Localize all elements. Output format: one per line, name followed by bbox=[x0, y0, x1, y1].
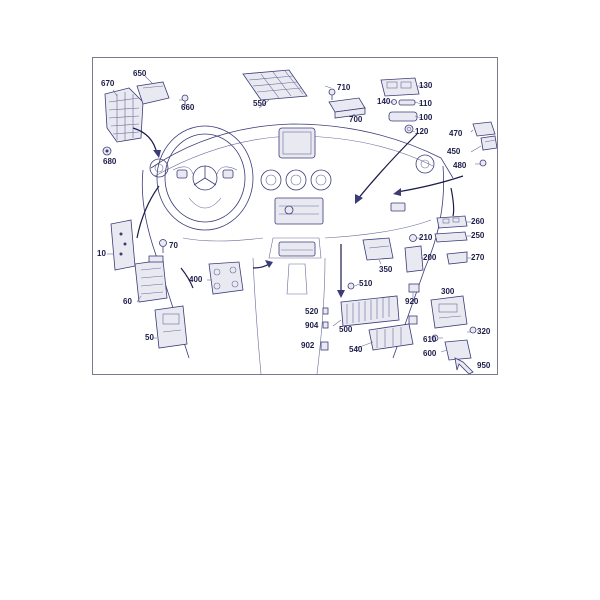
callout-250: 250 bbox=[471, 231, 485, 240]
callout-920: 920 bbox=[405, 297, 419, 306]
part-902-clip bbox=[320, 341, 329, 351]
callout-100: 100 bbox=[419, 113, 433, 122]
callout-520: 520 bbox=[305, 307, 319, 316]
callout-450: 450 bbox=[447, 147, 461, 156]
part-130-switch bbox=[380, 77, 420, 97]
callout-540: 540 bbox=[349, 345, 363, 354]
part-270-bracket bbox=[446, 251, 468, 265]
callout-200: 200 bbox=[423, 253, 437, 262]
callout-500: 500 bbox=[339, 325, 353, 334]
part-670-net-panel bbox=[104, 87, 144, 143]
part-510-screw bbox=[347, 282, 355, 290]
callout-550: 550 bbox=[253, 99, 267, 108]
part-100-cover bbox=[388, 111, 418, 122]
part-500-fuse-box bbox=[340, 295, 400, 327]
part-120-ring bbox=[404, 124, 414, 134]
part-200-module bbox=[404, 245, 424, 273]
part-904-clip bbox=[322, 321, 329, 329]
steering-wheel bbox=[156, 125, 254, 231]
dashboard-parts-drawing bbox=[102, 69, 497, 374]
part-600-module bbox=[444, 339, 472, 361]
callout-320: 320 bbox=[477, 327, 491, 336]
part-660-screw bbox=[181, 94, 189, 106]
part-550-mat bbox=[242, 69, 308, 101]
callout-260: 260 bbox=[471, 217, 485, 226]
parts-diagram-frame: 650 670 660 680 550 710 700 130 140 110 … bbox=[92, 57, 498, 375]
part-650-module bbox=[136, 81, 170, 105]
callout-904: 904 bbox=[305, 321, 319, 330]
callout-950: 950 bbox=[477, 361, 491, 370]
callout-50: 50 bbox=[145, 333, 154, 342]
part-210-ring bbox=[409, 234, 417, 242]
callout-270: 270 bbox=[471, 253, 485, 262]
callout-700: 700 bbox=[349, 115, 363, 124]
part-50-control-unit bbox=[154, 305, 188, 349]
part-10-bracket bbox=[110, 219, 136, 271]
callout-10: 10 bbox=[97, 249, 106, 258]
callout-130: 130 bbox=[419, 81, 433, 90]
part-320-nut bbox=[469, 326, 477, 334]
part-300-control-unit bbox=[430, 295, 468, 329]
callout-300: 300 bbox=[441, 287, 455, 296]
center-console bbox=[149, 127, 435, 295]
part-470-unit bbox=[472, 121, 496, 137]
part-250-switch-block bbox=[434, 231, 468, 243]
part-480-screw bbox=[479, 159, 487, 167]
part-540-fuse-holder bbox=[368, 315, 418, 351]
part-700-module bbox=[328, 97, 366, 119]
callout-710: 710 bbox=[337, 83, 351, 92]
callout-680: 680 bbox=[103, 157, 117, 166]
callout-660: 660 bbox=[181, 103, 195, 112]
part-260-switch-block bbox=[436, 215, 468, 229]
callout-902: 902 bbox=[301, 341, 315, 350]
callout-70: 70 bbox=[169, 241, 178, 250]
part-350-relay bbox=[362, 237, 394, 261]
part-920-connector bbox=[408, 283, 420, 293]
callout-670: 670 bbox=[101, 79, 115, 88]
part-950-arrow-icon bbox=[454, 357, 474, 374]
part-610-screw bbox=[431, 334, 439, 342]
callout-470: 470 bbox=[449, 129, 463, 138]
callout-120: 120 bbox=[415, 127, 429, 136]
part-60-control-unit bbox=[134, 255, 168, 303]
callout-60: 60 bbox=[123, 297, 132, 306]
part-450-sensor bbox=[480, 135, 497, 151]
callout-610: 610 bbox=[423, 335, 437, 344]
callout-510: 510 bbox=[359, 279, 373, 288]
part-400-module bbox=[208, 261, 244, 295]
callout-400: 400 bbox=[189, 275, 203, 284]
callout-650: 650 bbox=[133, 69, 147, 78]
part-70-screw bbox=[159, 239, 167, 253]
callout-480: 480 bbox=[453, 161, 467, 170]
leader-lines bbox=[107, 75, 482, 353]
location-arrows bbox=[132, 127, 464, 298]
callout-110: 110 bbox=[419, 99, 432, 108]
callout-350: 350 bbox=[379, 265, 393, 274]
part-110-lens bbox=[398, 99, 416, 106]
part-520-clip bbox=[322, 307, 329, 315]
callout-140: 140 bbox=[377, 97, 391, 106]
callout-210: 210 bbox=[419, 233, 433, 242]
part-680-clip bbox=[102, 146, 112, 156]
part-710-screw bbox=[328, 88, 336, 100]
callout-600: 600 bbox=[423, 349, 437, 358]
